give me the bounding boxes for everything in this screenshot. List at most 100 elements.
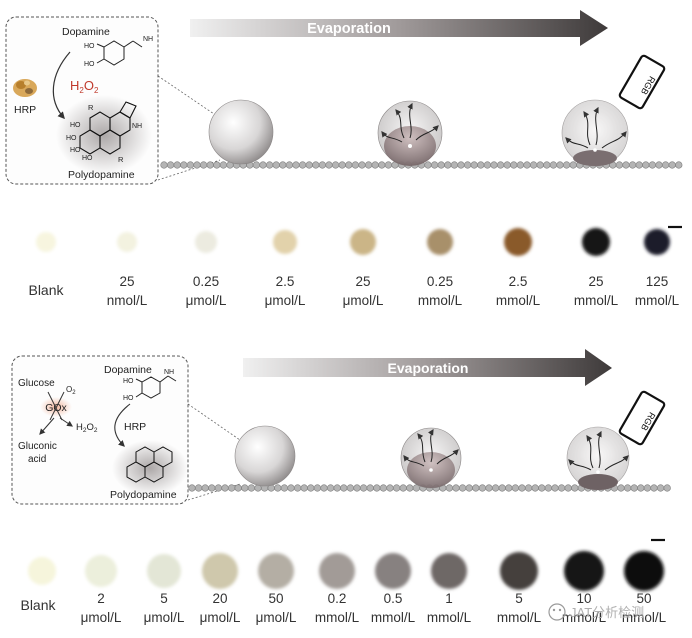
substrate-bead [252, 161, 260, 169]
substrate-bead [219, 161, 227, 169]
smartphone-icon: RGB [618, 390, 666, 446]
concentration-unit: mmol/L [562, 610, 607, 625]
substrate-bead [274, 484, 282, 492]
substrate-bead [280, 484, 288, 492]
substrate-bead [490, 161, 498, 169]
hrp-enzyme-icon [13, 79, 37, 97]
polydopamine-structure-icon [79, 101, 137, 155]
substrate-bead [431, 161, 439, 169]
substrate-bead [195, 484, 203, 492]
substrate-bead [279, 161, 287, 169]
concentration-unit: μmol/L [81, 610, 122, 625]
substrate-bead [536, 161, 544, 169]
substrate-bead [470, 161, 478, 169]
reaction-arrow-icon [114, 403, 131, 447]
h2o2-label: H2O2 [70, 78, 99, 95]
panel-a: Dopamine NH HO HO HRP H2O2 [5, 10, 683, 308]
substrate-bead [503, 161, 511, 169]
substrate-bead [564, 484, 572, 492]
concentration-value: 0.25 [427, 274, 453, 289]
substrate-bead [228, 484, 236, 492]
substrate-bead [221, 484, 229, 492]
substrate-bead [663, 484, 671, 492]
substrate-bead [201, 484, 209, 492]
concentration-value: 2.5 [509, 274, 528, 289]
concentration-value: 125 [646, 274, 669, 289]
substrate-bead [266, 161, 274, 169]
concentration-value: 25 [119, 274, 134, 289]
substrate-bead [346, 484, 354, 492]
dopamine-oh2-label: HO [123, 395, 134, 402]
spot-row-b [28, 551, 664, 591]
substrate-bead [318, 161, 326, 169]
substrate-bead [510, 161, 518, 169]
colorimetric-spot [202, 553, 238, 589]
substrate-bead [206, 161, 214, 169]
substrate-bead [294, 484, 302, 492]
reaction-arrow-icon [39, 417, 55, 435]
substrate-bead [668, 161, 676, 169]
substrate-bead [366, 484, 374, 492]
colorimetric-spot [319, 553, 355, 589]
substrate-bead [312, 161, 320, 169]
substrate-bead [313, 484, 321, 492]
concentration-value: 10 [576, 591, 591, 606]
pda-ho-2: HO [66, 135, 77, 142]
concentration-unit: μmol/L [265, 293, 306, 308]
concentration-unit: mmol/L [371, 610, 416, 625]
substrate-bead [518, 484, 526, 492]
substrate-bead [450, 161, 458, 169]
substrate-bead [247, 484, 255, 492]
dopamine-structure-icon [96, 40, 143, 66]
colorimetric-spot [431, 553, 467, 589]
substrate-bead [544, 484, 553, 492]
substrate-bead [622, 161, 630, 169]
droplet-sphere [234, 425, 296, 487]
substrate-bead [648, 161, 657, 169]
substrate-bead [373, 484, 381, 492]
substrate-bead [285, 161, 293, 169]
connector-line [157, 159, 221, 181]
substrate-bead [338, 161, 346, 169]
substrate-bead [459, 484, 467, 492]
substrate-bead [529, 161, 538, 169]
concentration-unit: mmol/L [418, 293, 463, 308]
substrate-bead [378, 161, 386, 169]
connector-line [157, 75, 221, 119]
substrate-bead [556, 161, 564, 169]
evaporating-droplet [377, 100, 443, 166]
substrate-bead [160, 161, 168, 169]
substrate-bead [472, 484, 480, 492]
concentration-value: 50 [636, 591, 651, 606]
polydopamine-structure-icon [126, 446, 173, 483]
colorimetric-spot [375, 553, 411, 589]
connector-line [187, 403, 241, 441]
substrate-bead [643, 484, 652, 492]
concentration-labels-b: 2μmol/L5μmol/L20μmol/L50μmol/L0.2mmol/L0… [81, 591, 667, 625]
concentration-value: 0.5 [384, 591, 403, 606]
evaporated-droplet [566, 426, 630, 490]
substrate-bead [384, 161, 392, 169]
substrate-bead [320, 484, 328, 492]
concentration-value: 25 [355, 274, 370, 289]
substrate-bead [523, 161, 531, 169]
substrate-bead [351, 161, 359, 169]
substrate-bead [299, 161, 307, 169]
colorimetric-spot [36, 232, 56, 252]
substrate-bead [445, 484, 453, 492]
substrate-bead [365, 161, 373, 169]
substrate-bead [661, 161, 670, 169]
concentration-unit: μmol/L [343, 293, 384, 308]
substrate-bead [497, 161, 505, 169]
substrate-bead [623, 484, 632, 492]
colorimetric-spot [147, 554, 181, 588]
substrate-bead [327, 484, 335, 492]
substrate-bead [259, 161, 267, 169]
substrate-bead [386, 484, 394, 492]
gox-reaction-inset: Glucose O2 GOx H2O2 Gluconic acid Dopami… [11, 355, 189, 505]
substrate-bead [543, 161, 551, 169]
substrate-bead [424, 161, 432, 169]
colorimetric-spot [258, 553, 294, 589]
concentration-labels-a: 25nmol/L0.25μmol/L2.5μmol/L25μmol/L0.25m… [107, 274, 680, 308]
